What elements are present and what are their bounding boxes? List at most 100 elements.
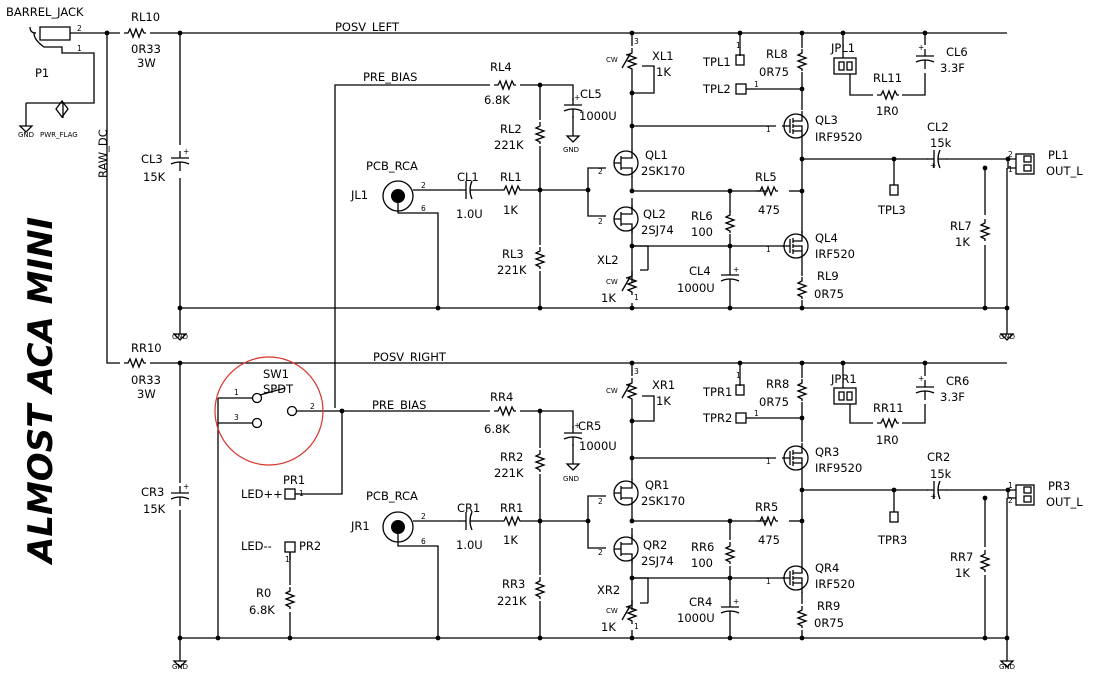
rl2-symbol: [535, 121, 545, 145]
junction-dot: [727, 575, 733, 581]
junction-dot: [840, 30, 846, 36]
svg-text:+: +: [930, 492, 936, 501]
junction-dot: [982, 305, 988, 311]
label-pr3: PR3: [1048, 479, 1070, 493]
value-rl4: 6.8K: [484, 93, 510, 107]
label-rl11: RL11: [873, 71, 902, 85]
pin: 2: [598, 497, 603, 506]
value-qr4: IRF520: [815, 577, 855, 591]
pin: 6: [421, 537, 426, 546]
junction-dot: [629, 418, 635, 424]
svg-text:+: +: [574, 421, 580, 430]
junction-dot: [799, 415, 805, 421]
value-cr1: 1.0U: [456, 538, 483, 552]
pr1-symbol: [284, 488, 305, 500]
watt-rl10: 3W: [137, 56, 156, 70]
pin: 1: [766, 457, 771, 466]
label-cr4: CR4: [689, 595, 712, 609]
junction-dot: [537, 635, 543, 641]
junction-dot: [629, 90, 635, 96]
gnd-cr5: [566, 457, 580, 471]
value-rr8: 0R75: [759, 395, 789, 409]
label-rl1: RL1: [500, 170, 522, 184]
label-rl2: RL2: [500, 122, 522, 136]
r0-symbol: [285, 586, 295, 610]
value-pr2: LED--: [241, 539, 272, 553]
label-rl9: RL9: [817, 269, 839, 283]
cw-xl1: CW: [606, 56, 618, 64]
junction-dot: [1004, 305, 1010, 311]
svg-text:+: +: [918, 374, 924, 383]
junction-dot: [629, 30, 635, 36]
junction-dot: [629, 243, 635, 249]
watt-rr10: 3W: [137, 387, 156, 401]
label-cr5: CR5: [578, 419, 601, 433]
pin: 2: [421, 512, 426, 521]
title-jr1: PCB_RCA: [366, 489, 418, 503]
qr1-symbol: [613, 478, 639, 508]
value-xl1: 1K: [656, 65, 671, 79]
value-rr11: 1R0: [876, 433, 899, 447]
value-rl9: 0R75: [814, 287, 844, 301]
junction-dot: [922, 30, 928, 36]
junction-dot: [727, 243, 733, 249]
qr2-symbol: [613, 534, 639, 564]
net-gnd-7: GND: [999, 663, 1015, 671]
value-cl6: 3.3F: [940, 61, 965, 75]
net-barrel: BARREL_JACK: [6, 5, 84, 19]
svg-text:+: +: [574, 93, 580, 102]
jpr1-symbol: [833, 387, 857, 405]
value-rr2: 221K: [494, 466, 524, 480]
net-pre-bias-2: PRE_BIAS: [372, 398, 426, 412]
label-xr1: XR1: [652, 378, 675, 392]
label-tpl2: TPL2: [702, 82, 731, 96]
junction-dot: [799, 487, 805, 493]
pin: 3: [634, 367, 639, 376]
sw1-symbol: [214, 356, 324, 466]
junction-dot: [799, 305, 805, 311]
pin: 1: [634, 622, 639, 631]
label-cl3: CL3: [141, 152, 163, 166]
label-rl8: RL8: [766, 47, 788, 61]
value-ql2: 2SJ74: [641, 223, 674, 237]
junction-dot: [1005, 156, 1011, 162]
label-rl7: RL7: [950, 219, 972, 233]
pin: 2: [1008, 496, 1013, 505]
value-rl8: 0R75: [759, 65, 789, 79]
svg-text:+: +: [183, 147, 189, 156]
junction-dot: [629, 360, 635, 366]
label-qr2: QR2: [643, 538, 667, 552]
label-pr1: PR1: [283, 473, 305, 487]
junction-dot: [982, 495, 988, 501]
net-gnd-5: GND: [999, 333, 1015, 341]
label-ql2: QL2: [643, 207, 666, 221]
label-qr4: QR4: [815, 561, 839, 575]
tpl3-symbol: [889, 184, 899, 196]
label-cr3: CR3: [141, 485, 164, 499]
junction-dot: [629, 305, 635, 311]
value-rr6: 100: [691, 556, 713, 570]
value-rl5: 475: [758, 203, 780, 217]
value-ql3: IRF9520: [815, 130, 862, 144]
junction-dot: [799, 86, 805, 92]
svg-text:+: +: [183, 482, 189, 491]
value-pr1: LED++: [241, 487, 283, 501]
junction-dot: [537, 187, 543, 193]
pin: 1: [766, 245, 771, 254]
junction-dots: [104, 30, 1011, 641]
pin: 2: [598, 167, 603, 176]
qr4-symbol: [781, 562, 809, 594]
value-ql4: IRF520: [815, 247, 855, 261]
pin: 1: [234, 388, 239, 397]
jpl1-symbol: [833, 57, 857, 75]
label-rr8: RR8: [766, 377, 789, 391]
label-cr6: CR6: [946, 374, 969, 388]
label-ql4: QL4: [815, 231, 838, 245]
ql1-symbol: [613, 148, 639, 178]
rr7-symbol: [980, 549, 990, 573]
junction-dot: [840, 360, 846, 366]
barrel-jack-symbol: [29, 26, 88, 119]
value-sw1: SPDT: [263, 382, 294, 396]
label-rr6: RR6: [691, 540, 714, 554]
